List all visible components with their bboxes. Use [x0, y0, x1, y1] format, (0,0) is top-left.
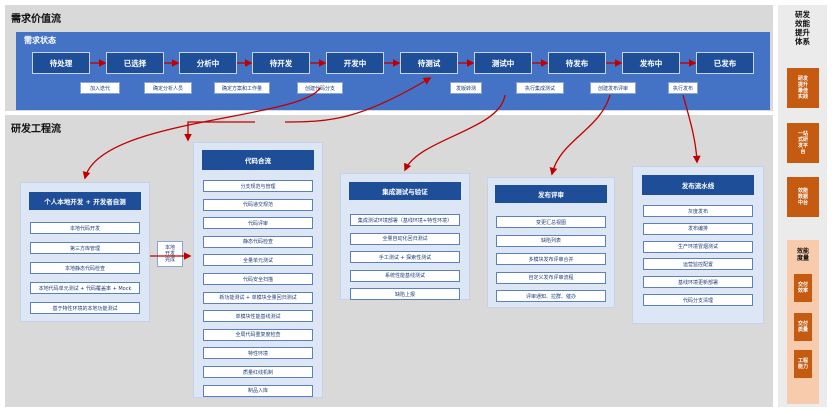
- side-block-line: 效能: [797, 188, 808, 194]
- metric-block-line: 工程: [797, 358, 808, 364]
- side-block: 一站式研发平台: [787, 123, 819, 163]
- status-band-title: 需求状态: [24, 36, 56, 45]
- process-step: 单模块性能基线测试: [203, 310, 313, 323]
- process-step: 手工测试 + 探索性测试: [350, 251, 460, 264]
- process-step: 缺陷上报: [350, 288, 460, 301]
- metric-block: 交付效率: [794, 274, 812, 302]
- process-step: 生产环境冒烟测试: [643, 240, 753, 253]
- process-step: 本地静态代码检查: [30, 262, 140, 274]
- state-node: 已发布: [696, 52, 754, 74]
- process-step: 集成测试环境部署（基线环境+特性环境）: [350, 214, 460, 226]
- state-transition-label: 加入迭代: [80, 82, 120, 94]
- side-block: 效能数据中台: [787, 177, 819, 217]
- process-step: 基线环境更新部署: [643, 276, 753, 289]
- process-step: 运营监控配置: [643, 258, 753, 271]
- metric-block-line: 质量: [797, 327, 808, 333]
- process-step: 第三方库管理: [30, 242, 140, 254]
- state-transition-label: 执行发布: [668, 82, 698, 94]
- state-node: 待测试: [400, 52, 458, 74]
- state-node: 待处理: [32, 52, 90, 74]
- metrics-title-line-1: 效能: [796, 248, 809, 255]
- process-step: 代码评审: [203, 217, 313, 230]
- metric-block-line: 能力: [797, 364, 808, 370]
- side-block-line: 式研: [797, 137, 808, 143]
- side-block-line: 台: [800, 149, 806, 155]
- state-transition-label: 创建代码分支: [297, 82, 343, 94]
- handoff-line-1: 本地: [164, 245, 175, 251]
- side-block-line: 提升: [797, 82, 808, 88]
- process-step: 缺陷列表: [496, 234, 606, 247]
- process-step: 本地代码单元测试 + 代码覆盖率 + Mock: [30, 282, 140, 294]
- process-step: 自定义发布评审流程: [496, 271, 606, 284]
- process-step: 灰度发布: [643, 205, 753, 217]
- process-step: 变更汇总视图: [496, 216, 606, 228]
- process-step: 本地代码开发: [30, 222, 140, 234]
- process-step: 评审通知、拉群、催办: [496, 290, 606, 303]
- side-block-line: 中台: [797, 200, 808, 206]
- process-step: 分支规范与管理: [203, 180, 313, 192]
- process-step: 代码分支清理: [643, 294, 753, 306]
- process-step: 基于特性环境的本地功能测试: [30, 302, 140, 314]
- metric-block: 工程能力: [794, 350, 812, 378]
- metric-block-line: 交付: [797, 321, 808, 327]
- state-node: 已选择: [106, 52, 164, 74]
- process-card-title: 集成测试与验证: [349, 182, 461, 200]
- side-block-line: 实践: [797, 94, 808, 100]
- process-step: 代码递交规范: [203, 198, 313, 211]
- state-transition-label: 确定方案和工作量: [214, 82, 270, 94]
- value-stream-title: 需求价值流: [11, 14, 61, 25]
- process-step: 全量自动化回归测试: [350, 232, 460, 245]
- side-block: 研发提升最佳实践: [787, 68, 819, 108]
- local-dev-done-label: 本地 开发 完成: [157, 241, 183, 267]
- handoff-line-2: 开发: [164, 251, 175, 257]
- process-step: 质量红线机制: [203, 366, 313, 378]
- state-transition-label: 发版转测: [450, 82, 482, 94]
- process-step: 特性环境: [203, 347, 313, 360]
- process-step: 代码安全扫描: [203, 273, 313, 285]
- state-node: 分析中: [179, 52, 237, 74]
- side-title-line-4: 体系: [795, 37, 810, 46]
- side-block-line: 最佳: [797, 88, 808, 94]
- process-card-title: 发布评审: [495, 185, 607, 203]
- process-step: 新功能测试 + 单模块全量回归测试: [203, 291, 313, 304]
- process-step: 制品入库: [203, 384, 313, 397]
- state-transition-label: 创建发布评审: [590, 82, 636, 94]
- process-step: 多模块发布评审合并: [496, 253, 606, 266]
- process-step: 静态代码检查: [203, 235, 313, 248]
- state-node: 发布中: [622, 52, 680, 74]
- state-transition-label: 执行集成测试: [516, 82, 564, 94]
- process-step: 全局代码重复度检查: [203, 328, 313, 341]
- side-block-line: 研发: [797, 76, 808, 82]
- side-title-line-2: 效能: [795, 19, 810, 28]
- metric-block-line: 交付: [797, 282, 808, 288]
- process-card-title: 代码合流: [202, 150, 314, 170]
- state-node: 开发中: [326, 52, 384, 74]
- state-node: 待开发: [252, 52, 310, 74]
- efficiency-metrics-title: 效能 度量: [787, 248, 819, 262]
- handoff-line-3: 完成: [164, 257, 175, 263]
- side-title-line-1: 研发: [795, 10, 810, 19]
- side-block-line: 一站: [797, 131, 808, 137]
- process-card-title: 发布流水线: [642, 175, 754, 195]
- side-title-line-3: 提升: [795, 28, 810, 37]
- metric-block-line: 效率: [797, 288, 808, 294]
- state-node: 测试中: [474, 52, 532, 74]
- side-title: 研发 效能 提升 体系: [778, 10, 827, 46]
- state-node: 待发布: [548, 52, 606, 74]
- side-block-line: 发平: [797, 143, 808, 149]
- process-step: 系统性能基线测试: [350, 269, 460, 282]
- engineering-stream-title: 研发工程流: [11, 124, 61, 135]
- process-card-title: 个人本地开发 + 开发者自测: [29, 192, 141, 210]
- process-step: 发布编排: [643, 222, 753, 235]
- metric-block: 交付质量: [794, 313, 812, 341]
- metrics-title-line-2: 度量: [796, 255, 809, 262]
- side-block-line: 数据: [797, 194, 808, 200]
- state-transition-label: 确定分析人员: [144, 82, 192, 94]
- process-step: 全量单元测试: [203, 254, 313, 267]
